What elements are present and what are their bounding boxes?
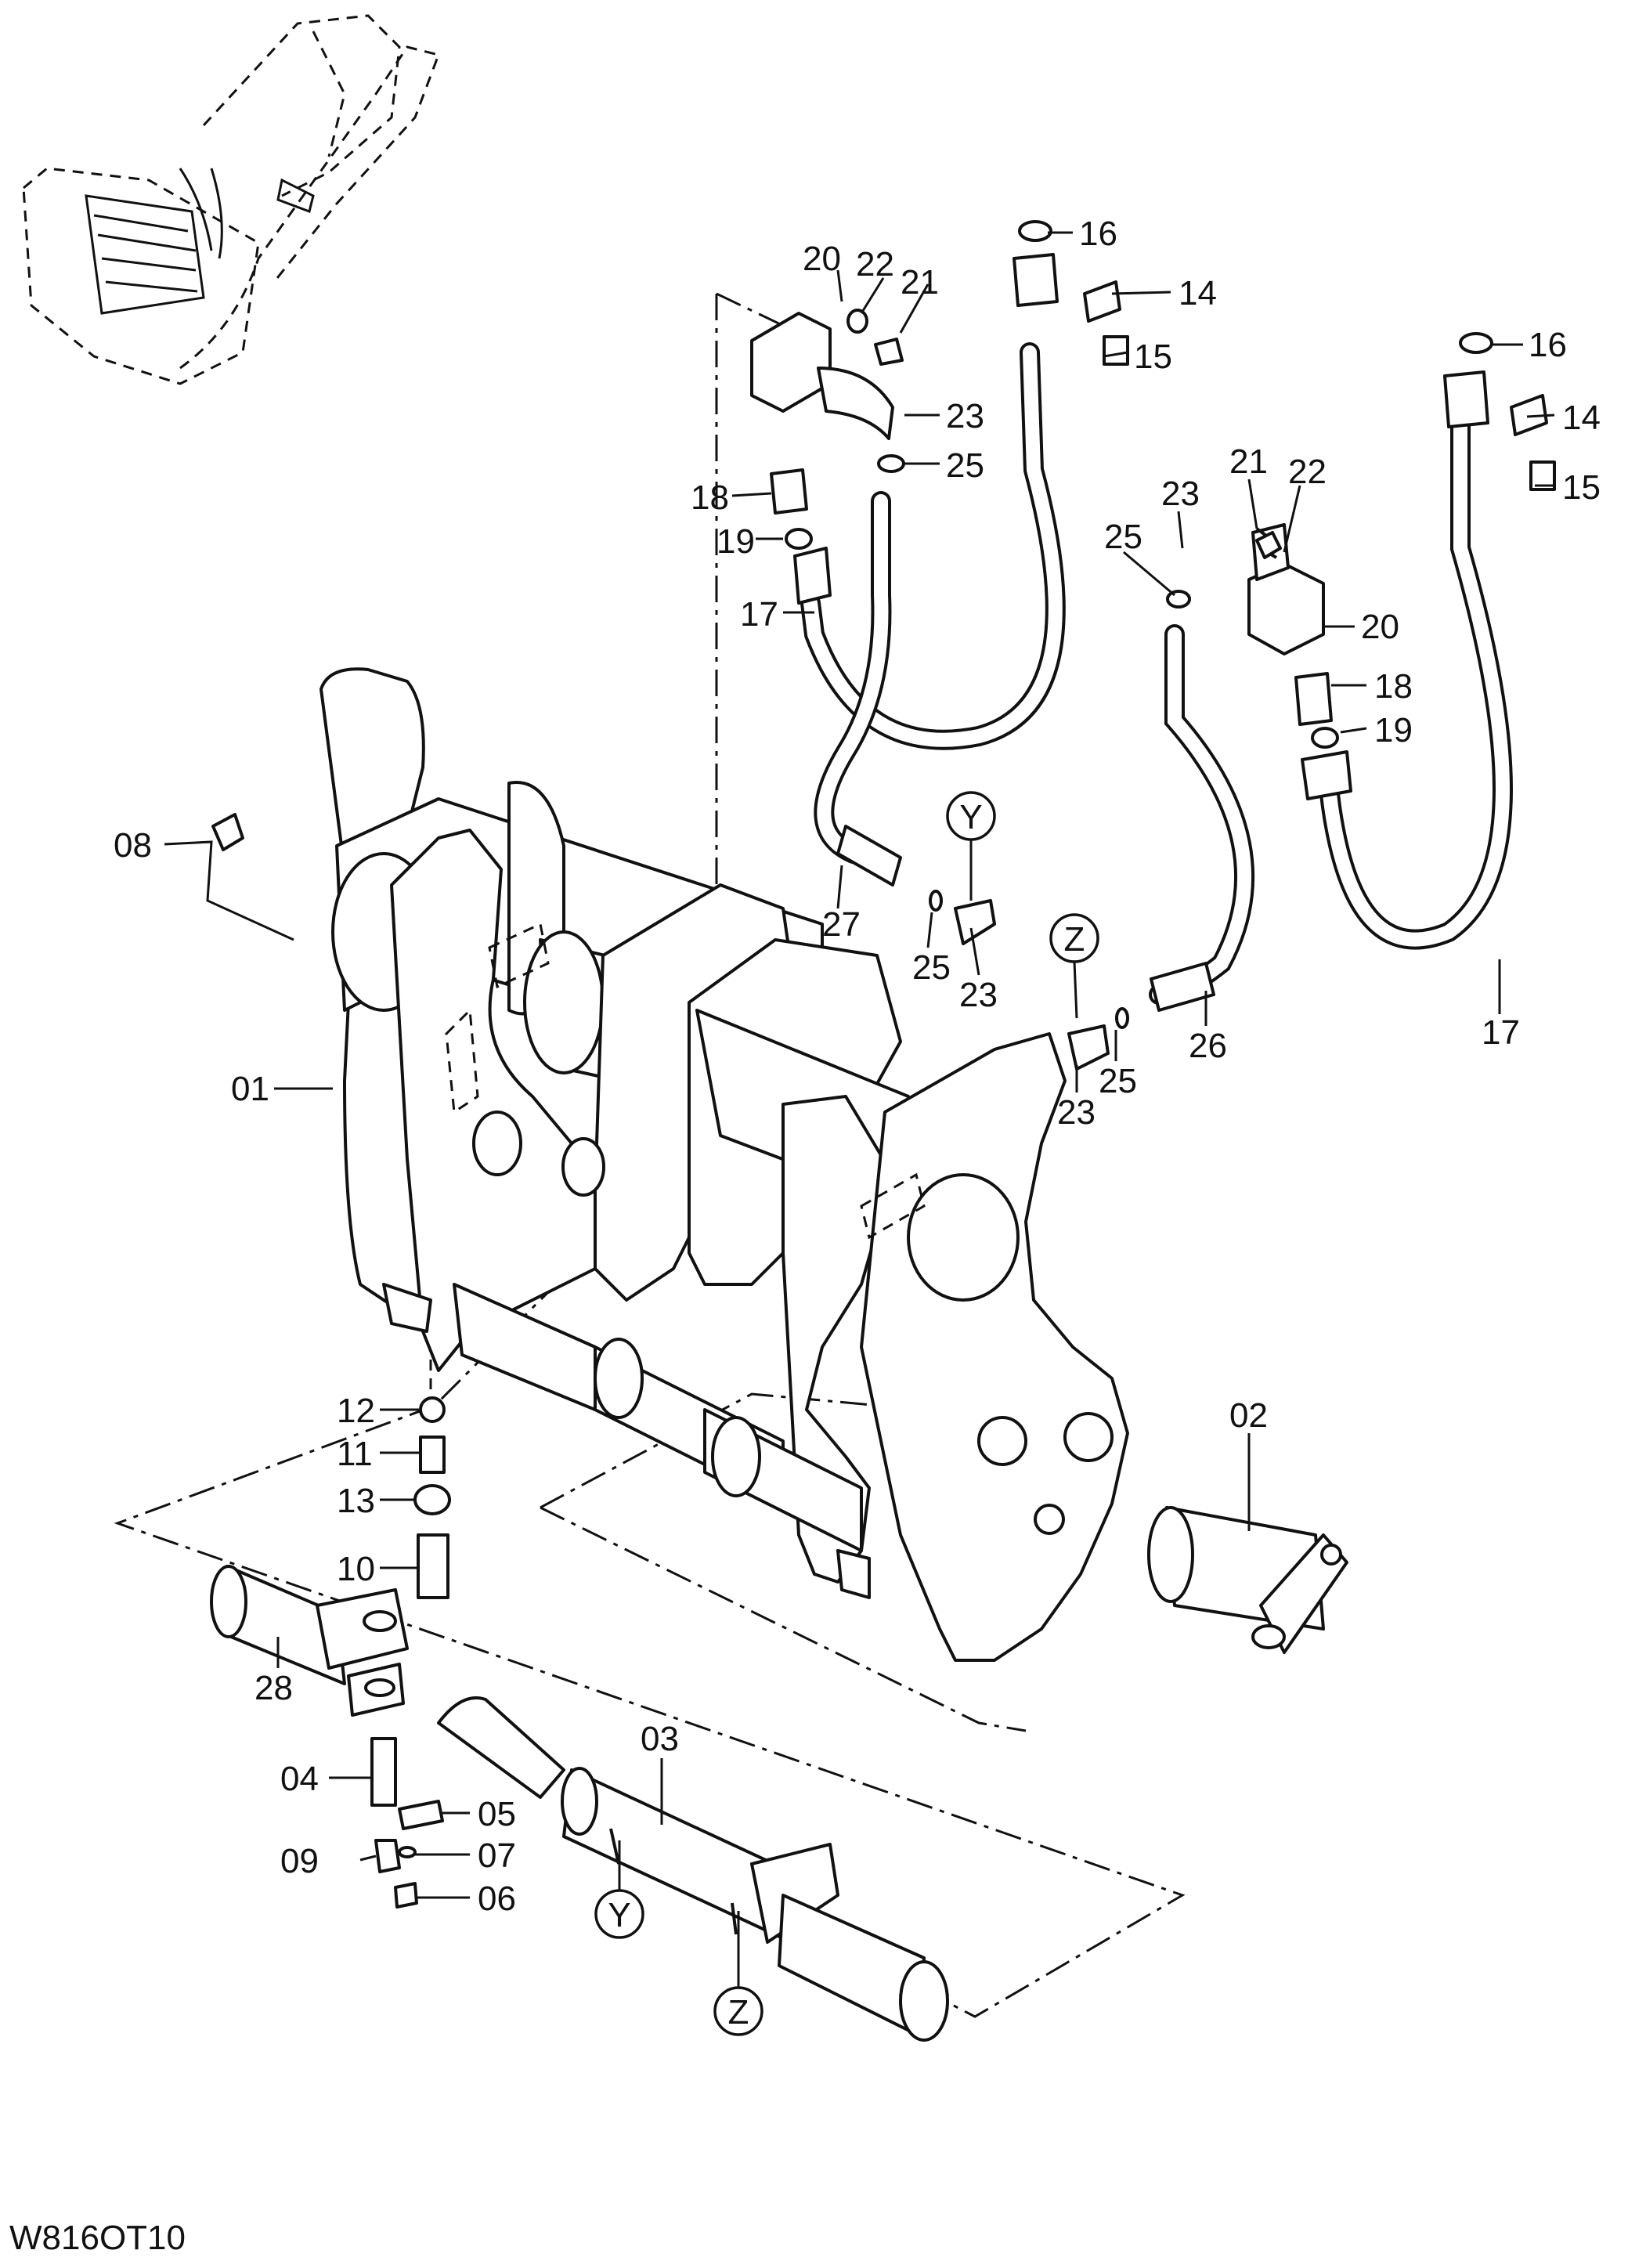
callout-27: 27 (822, 905, 861, 944)
callout-23: 23 (946, 397, 984, 435)
callout-18: 18 (1374, 667, 1413, 706)
callout-17: 17 (740, 595, 778, 634)
leader-lines (164, 231, 1555, 1899)
lower-components (210, 1396, 1348, 2042)
callout-25: 25 (946, 446, 984, 485)
coupler-frame (319, 667, 1129, 1662)
callout-05: 05 (478, 1795, 516, 1833)
callout-15: 15 (1134, 338, 1172, 376)
svg-text:Z: Z (1064, 920, 1085, 959)
callout-14: 14 (1179, 274, 1217, 312)
callout-25: 25 (1099, 1062, 1137, 1100)
callout-12: 12 (337, 1392, 375, 1430)
callout-11: 11 (337, 1435, 373, 1473)
drawing-code: W816OT10 (9, 2219, 186, 2257)
callout-22: 22 (1288, 453, 1327, 491)
callout-02: 02 (1229, 1396, 1268, 1435)
callout-10: 10 (337, 1550, 375, 1588)
callout-22: 22 (856, 245, 894, 284)
view-marker-z-bottom: Z (713, 1911, 763, 2036)
callout-25: 25 (1104, 518, 1142, 556)
callout-09: 09 (280, 1842, 319, 1880)
callout-25: 25 (912, 948, 951, 987)
callout-06: 06 (478, 1880, 516, 1918)
callout-26: 26 (1189, 1027, 1227, 1065)
callout-01: 01 (231, 1070, 269, 1108)
svg-text:Z: Z (728, 1993, 749, 2031)
callout-13: 13 (337, 1482, 375, 1520)
svg-text:Y: Y (608, 1896, 630, 1934)
callout-07: 07 (478, 1836, 516, 1875)
callout-14: 14 (1562, 399, 1601, 437)
callout-08: 08 (114, 826, 152, 865)
callout-04: 04 (280, 1760, 319, 1798)
callout-18: 18 (691, 479, 729, 517)
callout-23: 23 (959, 976, 998, 1014)
callout-23: 23 (1161, 475, 1200, 513)
callout-21: 21 (901, 263, 939, 302)
part-callouts: 16 14 15 20 22 21 23 25 18 19 17 16 14 1… (114, 215, 1601, 1918)
callout-21: 21 (1229, 442, 1268, 481)
callout-16: 16 (1529, 326, 1567, 364)
callout-20: 20 (1361, 608, 1399, 646)
callout-20: 20 (803, 240, 841, 278)
fittings (211, 220, 1556, 1071)
svg-text:Y: Y (959, 798, 982, 836)
view-markers: Y Z Y Z (594, 791, 1099, 2036)
view-marker-y-top: Y (946, 791, 996, 901)
callout-15: 15 (1562, 468, 1601, 507)
callout-03: 03 (641, 1720, 679, 1758)
callout-23: 23 (1057, 1093, 1096, 1132)
view-marker-z-top: Z (1049, 913, 1099, 1019)
overview-inset (22, 14, 440, 385)
callout-28: 28 (254, 1669, 293, 1707)
hydraulic-hoses (800, 342, 1513, 1005)
callout-19: 19 (717, 522, 755, 561)
callout-16: 16 (1079, 215, 1117, 253)
callout-17: 17 (1482, 1013, 1520, 1052)
view-marker-y-bottom: Y (594, 1840, 644, 1939)
callout-19: 19 (1374, 711, 1413, 749)
